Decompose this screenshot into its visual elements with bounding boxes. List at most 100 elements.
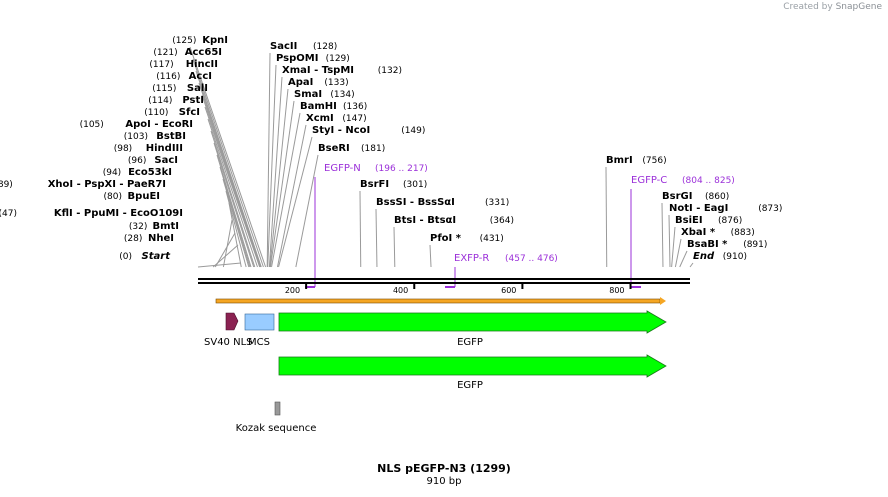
- enzyme-connector: [375, 208, 378, 268]
- enzyme-label: PspOMI: [276, 53, 318, 64]
- credit-prefix: Created by: [783, 2, 833, 12]
- enzyme-label: KpnI: [202, 35, 228, 46]
- enzyme-connector: [393, 226, 396, 268]
- enzyme-label: SalI: [187, 83, 208, 94]
- enzyme-label: NheI: [148, 233, 174, 244]
- enzyme-label: XbaI *: [681, 227, 716, 238]
- primer-label: EGFP-C: [631, 175, 667, 186]
- enzyme-connector: [267, 64, 277, 268]
- enzyme-label: KflI - PpuMI - EcoO109I: [54, 208, 183, 219]
- enzyme-connector: [189, 46, 267, 268]
- enzyme-position: (129): [326, 54, 350, 64]
- enzyme-position: (96): [128, 156, 146, 166]
- enzyme-connector: [201, 94, 261, 268]
- enzyme-label: BsrFI: [360, 179, 389, 190]
- enzyme-connector: [278, 136, 313, 268]
- enzyme-label: BsrGI: [662, 191, 692, 202]
- enzyme-label: XmaI - TspMI: [282, 65, 354, 76]
- enzyme-connector: [268, 76, 283, 268]
- enzyme-position: (301): [403, 180, 427, 190]
- enzyme-label: BstBI: [156, 131, 186, 142]
- enzyme-label: ApaI: [288, 77, 313, 88]
- enzyme-label: BseRI: [318, 143, 350, 154]
- enzyme-connector: [222, 178, 250, 268]
- enzyme-position: (431): [480, 234, 504, 244]
- enzyme-label: Acc65I: [185, 47, 222, 58]
- enzyme-connector: [212, 244, 239, 268]
- enzyme-label: SfcI: [179, 107, 200, 118]
- primer-label: EXFP-R: [454, 253, 489, 264]
- enzyme-label: BamHI: [300, 101, 337, 112]
- enzyme-connector: [216, 154, 252, 268]
- enzyme-position: (103): [124, 132, 148, 142]
- feature-label: EGFP: [457, 337, 483, 348]
- enzyme-connector: [207, 118, 258, 268]
- enzyme-position: (133): [324, 78, 348, 88]
- plasmid-title: NLS pEGFP-N3 (1299): [377, 462, 511, 475]
- enzyme-position: (117): [149, 60, 173, 70]
- enzyme-position: (94): [103, 168, 121, 178]
- enzyme-connector: [222, 219, 233, 268]
- enzyme-label: XcmI: [306, 113, 334, 124]
- ruler-label: 200: [285, 286, 300, 295]
- enzyme-connector: [266, 52, 271, 268]
- enzyme-position: (47): [0, 209, 17, 219]
- enzyme-position: (132): [378, 66, 402, 76]
- enzyme-connector: [228, 202, 242, 268]
- enzyme-label: End: [693, 251, 715, 262]
- feature-label: EGFP: [457, 380, 483, 391]
- enzyme-connector: [295, 154, 319, 268]
- enzyme-label: BmrI: [606, 155, 633, 166]
- enzyme-label: BtsI - BtsαI: [394, 215, 456, 226]
- ruler-label: 800: [609, 286, 624, 295]
- enzyme-position: (114): [148, 96, 172, 106]
- enzyme-connector: [269, 100, 295, 268]
- enzyme-position: (756): [642, 156, 666, 166]
- enzyme-label: BsiEI: [675, 215, 703, 226]
- enzyme-connector: [192, 58, 264, 268]
- enzyme-connector: [204, 106, 261, 268]
- enzyme-connector: [668, 214, 671, 268]
- enzyme-label: BsaBI *: [687, 239, 728, 250]
- sv40-nls-feature: [225, 312, 239, 331]
- enzyme-connector: [679, 250, 688, 268]
- primer-range: (804 .. 825): [682, 176, 735, 186]
- enzyme-connector: [195, 70, 262, 268]
- primer-range: (196 .. 217): [375, 164, 428, 174]
- enzyme-label: AccI: [189, 71, 212, 82]
- primer-label: EGFP-N: [324, 163, 361, 174]
- egfp-feature: [278, 354, 667, 378]
- enzyme-label: BmtI: [152, 221, 179, 232]
- enzyme-position: (89): [0, 180, 13, 190]
- feature-label: SV40 NLS: [204, 337, 253, 348]
- enzyme-label: BpuEI: [128, 191, 160, 202]
- enzyme-connector: [605, 166, 608, 268]
- orf-arrowhead: [660, 297, 666, 305]
- enzyme-position: (134): [330, 90, 354, 100]
- enzyme-position: (98): [114, 144, 132, 154]
- mcs-feature: [244, 313, 275, 331]
- enzyme-connector: [197, 262, 242, 268]
- enzyme-connector: [359, 190, 362, 268]
- enzyme-position: (115): [152, 84, 176, 94]
- enzyme-position: (80): [104, 192, 122, 202]
- enzyme-label: HindIII: [146, 143, 183, 154]
- enzyme-position: (136): [343, 102, 367, 112]
- enzyme-label: Eco53kI: [128, 167, 172, 178]
- enzyme-connector: [689, 262, 694, 268]
- enzyme-label: BssSI - BssSαI: [376, 197, 455, 208]
- egfp-feature: [278, 310, 667, 334]
- enzyme-connector: [213, 142, 255, 268]
- enzyme-position: (128): [313, 42, 337, 52]
- enzyme-label: PfoI *: [430, 233, 462, 244]
- enzyme-position: (121): [153, 48, 177, 58]
- feature-label: Kozak sequence: [236, 423, 317, 434]
- enzyme-connector: [219, 166, 251, 268]
- orf-bar: [215, 298, 661, 304]
- enzyme-position: (0): [119, 252, 132, 262]
- enzyme-position: (28): [124, 234, 142, 244]
- enzyme-position: (147): [342, 114, 366, 124]
- enzyme-connector: [661, 202, 664, 268]
- enzyme-position: (873): [758, 204, 782, 214]
- enzyme-position: (883): [731, 228, 755, 238]
